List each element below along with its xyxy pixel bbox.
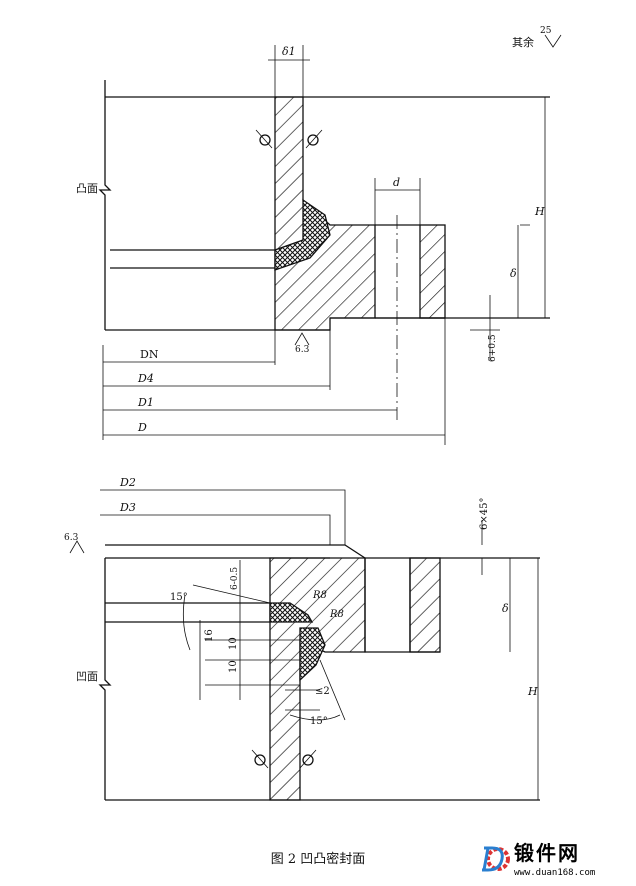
dim-D1: D1	[137, 396, 154, 409]
roughness-bottom: 6.3	[64, 533, 79, 543]
convex-face-label: 凸面	[76, 182, 98, 195]
dim-chamfer: 6×45°	[479, 498, 490, 530]
gear-logo-icon	[482, 846, 510, 872]
radius-2: R8	[329, 609, 344, 620]
dim-d: d	[393, 176, 400, 189]
dim-tol-bottom: 6-0.5	[230, 567, 240, 590]
dim-delta1: δ1	[282, 45, 296, 58]
dim-H: H	[534, 205, 545, 218]
roughness-label: 其余	[512, 35, 534, 49]
roughness-top: 6.3	[295, 345, 310, 355]
dim-delta-bottom: δ	[502, 602, 509, 615]
dim-tol-top: 6+0.5	[488, 334, 498, 362]
top-view	[98, 45, 550, 445]
watermark-name: 锻件网	[514, 841, 580, 865]
figure-caption: 图 2 凹凸密封面	[270, 852, 366, 867]
dim-10b: 10	[228, 660, 239, 673]
dim-10a: 10	[228, 637, 239, 650]
dim-le2: ≤2	[315, 686, 330, 697]
dim-DN: DN	[140, 348, 159, 361]
angle-1: 15°	[170, 592, 188, 603]
dim-D3: D3	[119, 501, 136, 514]
dim-D2: D2	[119, 476, 136, 489]
bottom-view	[69, 489, 540, 801]
watermark-logo: 锻件网 www.duan168.com	[478, 842, 628, 882]
dim-D: D	[137, 421, 147, 434]
angle-2: 15°	[310, 716, 328, 727]
roughness-value: 25	[540, 26, 552, 36]
dim-D4: D4	[137, 372, 154, 385]
dim-H-bottom: H	[527, 685, 538, 698]
dim-delta: δ	[510, 267, 517, 280]
radius-1: R8	[312, 590, 327, 601]
watermark-url: www.duan168.com	[514, 868, 596, 878]
dim-16: 16	[204, 629, 215, 642]
concave-face-label: 凹面	[76, 670, 98, 683]
